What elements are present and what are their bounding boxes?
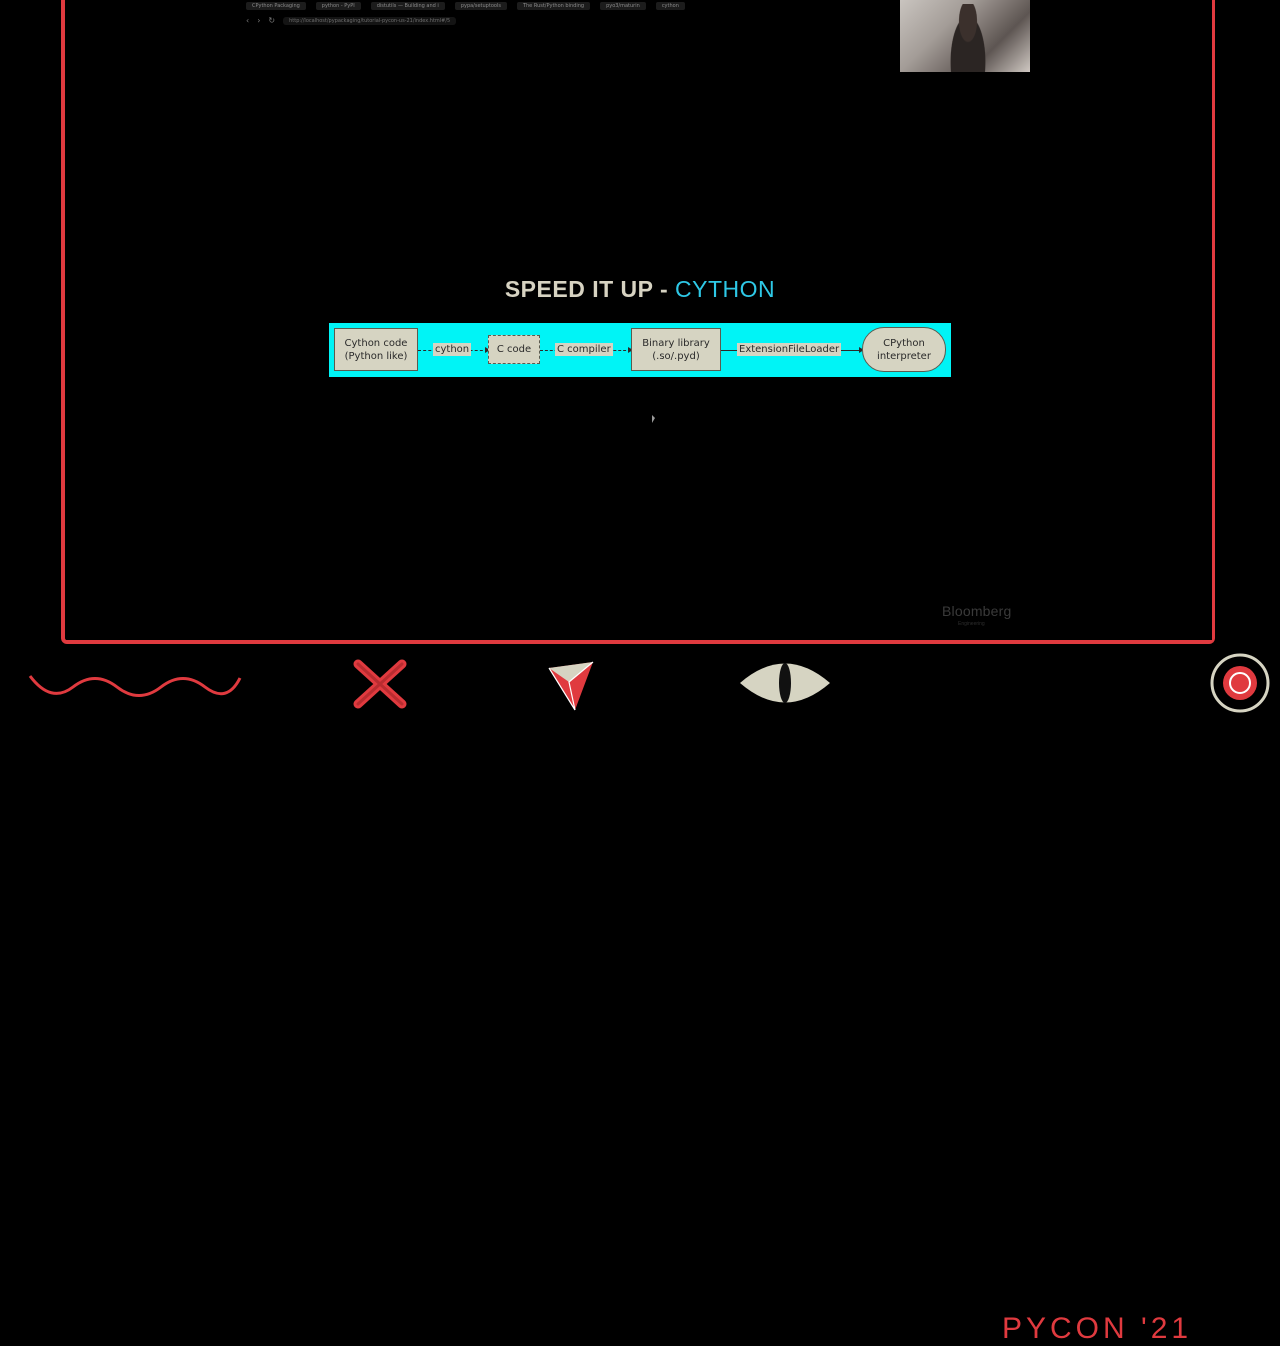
- browser-tab[interactable]: distutils — Building and i: [370, 2, 445, 10]
- edge-label-cython: cython: [433, 343, 472, 356]
- eye-icon: [740, 663, 830, 703]
- triangle-logo-icon: [548, 661, 594, 711]
- forward-icon[interactable]: ›: [257, 16, 261, 25]
- webcam-video: [900, 0, 1030, 72]
- presentation-frame: [61, 0, 1215, 644]
- cython-pipeline-diagram: Cython code(Python like) cython C code C…: [329, 323, 951, 377]
- cross-icon: [353, 659, 407, 709]
- shared-screen: [66, 0, 1212, 640]
- browser-tab[interactable]: pyo3/maturin: [600, 2, 646, 10]
- arrow-icon: [485, 347, 490, 353]
- slide-title-highlight: CYTHON: [675, 276, 776, 302]
- node-c-code: C code: [488, 335, 540, 364]
- browser-tab[interactable]: pypa/setuptools: [454, 2, 507, 10]
- node-label: CPython: [883, 337, 925, 349]
- back-icon[interactable]: ‹: [246, 16, 250, 25]
- edge-label-extension-file-loader: ExtensionFileLoader: [737, 343, 842, 356]
- bloomberg-logo: Bloomberg: [942, 603, 1012, 619]
- node-label: Cython code: [344, 337, 408, 349]
- pycon-circle-icon: [1210, 653, 1270, 713]
- node-sublabel: (Python like): [344, 350, 408, 362]
- arrow-icon: [628, 347, 633, 353]
- pycon-logo: PYCON '21: [1002, 1312, 1193, 1345]
- node-label: Binary library: [642, 337, 710, 349]
- node-binary-library: Binary library(.so/.pyd): [631, 328, 721, 371]
- url-bar-row: ‹ › ↻ http://localhost/pypackaging/tutor…: [246, 16, 896, 26]
- node-label: C code: [496, 344, 532, 355]
- arrow-icon: [859, 347, 864, 353]
- bloomberg-tagline: Engineering: [958, 621, 985, 627]
- conference-footer: PYCON '21: [0, 648, 1280, 1345]
- mouse-cursor-icon: [652, 415, 655, 423]
- address-bar[interactable]: http://localhost/pypackaging/tutorial-py…: [283, 17, 457, 25]
- wave-icon: [28, 675, 242, 697]
- slide-title: SPEED IT UP - CYTHON: [0, 276, 1280, 303]
- edge-label-c-compiler: C compiler: [555, 343, 613, 356]
- browser-tab[interactable]: python - PyPI: [315, 2, 361, 10]
- browser-chrome: CPython Packaging python - PyPI distutil…: [246, 0, 896, 30]
- browser-tabs: CPython Packaging python - PyPI distutil…: [246, 2, 685, 10]
- browser-tab[interactable]: cython: [655, 2, 685, 10]
- presenter-silhouette: [946, 4, 990, 72]
- node-sublabel: (.so/.pyd): [652, 350, 700, 362]
- browser-tab[interactable]: The Rust/Python binding: [516, 2, 591, 10]
- browser-tab[interactable]: CPython Packaging: [246, 2, 306, 10]
- node-sublabel: interpreter: [877, 350, 931, 362]
- node-cython-code: Cython code(Python like): [334, 328, 418, 371]
- slide-title-main: SPEED IT UP -: [504, 276, 676, 302]
- reload-icon[interactable]: ↻: [268, 16, 276, 25]
